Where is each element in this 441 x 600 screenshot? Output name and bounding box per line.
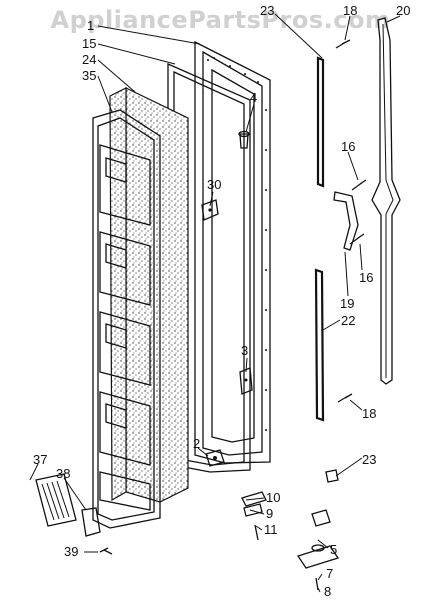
callout-18-lower: 18 — [362, 406, 376, 421]
callout-4: 4 — [250, 90, 257, 105]
stop-block — [325, 469, 339, 483]
leader-lines — [29, 13, 401, 593]
callout-22: 22 — [341, 313, 355, 328]
callout-35: 35 — [82, 68, 96, 83]
callout-1: 1 — [87, 18, 94, 33]
screw — [99, 39, 367, 591]
outer-door-panel — [194, 40, 271, 464]
callout-16-lower: 16 — [359, 270, 373, 285]
callout-9: 9 — [266, 506, 273, 521]
callout-37: 37 — [33, 452, 47, 467]
callout-3: 3 — [241, 343, 248, 358]
callout-2: 2 — [193, 436, 200, 451]
callout-23-top: 23 — [260, 3, 274, 18]
callout-8: 8 — [324, 584, 331, 599]
callout-39: 39 — [64, 544, 78, 559]
inner-door-liner — [92, 109, 161, 529]
callout-11: 11 — [264, 522, 278, 537]
callout-15: 15 — [82, 36, 96, 51]
callout-23-lower: 23 — [362, 452, 376, 467]
trim-strip-upper — [316, 56, 325, 188]
callout-18-top: 18 — [343, 3, 357, 18]
callouts: 1 15 24 35 23 18 20 4 30 16 16 19 22 3 1… — [33, 3, 410, 599]
plug — [238, 130, 250, 149]
callout-10: 10 — [266, 490, 280, 505]
bottom-hinge — [241, 491, 340, 569]
callout-19: 19 — [340, 296, 354, 311]
callout-38: 38 — [56, 466, 70, 481]
vent-cover — [35, 473, 77, 527]
foam-insulation — [109, 87, 189, 503]
callout-20: 20 — [396, 3, 410, 18]
callout-5: 5 — [330, 542, 337, 557]
door-handle — [371, 17, 401, 385]
hinge-bracket — [201, 199, 219, 221]
callout-24: 24 — [82, 52, 96, 67]
handle-bracket-clip — [333, 191, 359, 251]
callout-7: 7 — [326, 566, 333, 581]
callout-16-upper: 16 — [341, 139, 355, 154]
trim-strip-lower — [314, 268, 325, 422]
door-stop — [205, 449, 225, 467]
cover-bracket — [81, 507, 101, 537]
callout-30: 30 — [207, 177, 221, 192]
